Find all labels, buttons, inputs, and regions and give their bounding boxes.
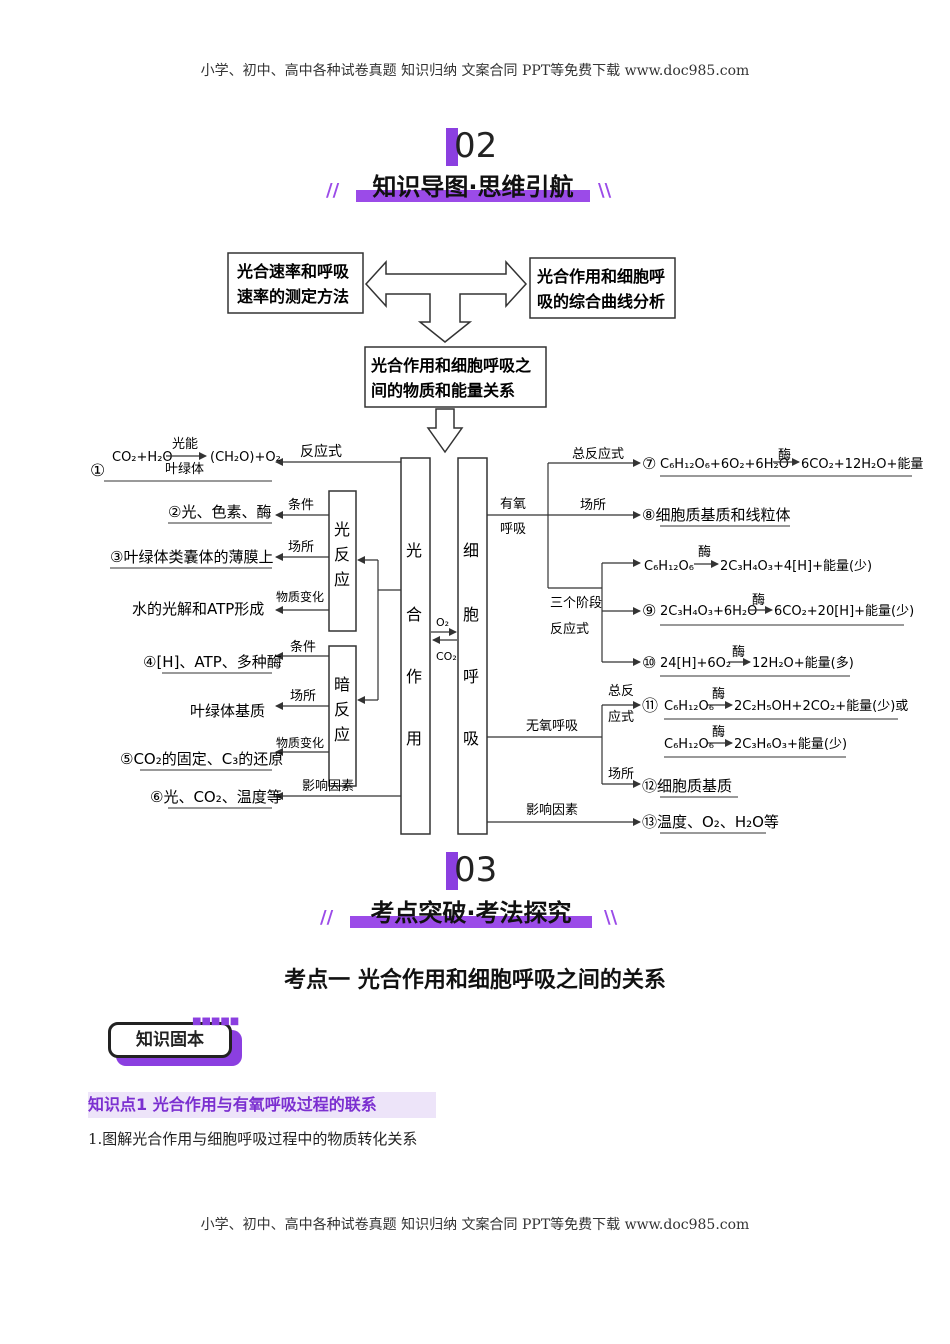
stage-label-2: 反应式 xyxy=(550,621,589,637)
section-title: 知识导图·思维引航 xyxy=(342,172,604,202)
dark-reaction-char: 反 xyxy=(334,700,350,719)
knowledge-point-title: 知识点1 光合作用与有氧呼吸过程的联系 xyxy=(88,1092,436,1118)
item-11-num: ⑪ xyxy=(642,696,658,715)
decor-slash-right: \\ xyxy=(598,180,612,201)
item-3: ③叶绿体类囊体的薄膜上 xyxy=(110,548,273,566)
left-reaction-label: 反应式 xyxy=(300,443,342,460)
item-5: ⑤CO₂的固定、C₃的还原 xyxy=(120,750,283,768)
light-reaction-char: 反 xyxy=(334,545,350,564)
total-label: 总反应式 xyxy=(572,446,624,462)
item-9-left: 2C₃H₄O₃+6H₂O xyxy=(660,604,757,619)
light-reaction-char: 应 xyxy=(334,570,350,589)
cond-label-2: 条件 xyxy=(290,639,316,655)
box-center-line2: 间的物质和能量关系 xyxy=(371,381,515,400)
col-resp-char: 呼 xyxy=(463,667,479,686)
anaerobic-label: 无氧呼吸 xyxy=(526,719,578,734)
place-label-right-2: 场所 xyxy=(608,767,634,782)
change-label-2: 物质变化 xyxy=(276,735,324,750)
eq1-num: ① xyxy=(90,461,105,481)
dots-icon: ■■■■■ xyxy=(192,1016,240,1027)
decor-slash-left: // xyxy=(326,180,340,201)
knowledge-badge: 知识固本 ■■■■■ xyxy=(108,1016,242,1066)
col-resp-char: 细 xyxy=(463,541,479,560)
item-11b-enzyme: 酶 xyxy=(712,724,725,740)
box-right-line1: 光合作用和细胞呼 xyxy=(536,267,665,286)
badge-label: 知识固本 xyxy=(108,1022,232,1058)
item-11-enzyme: 酶 xyxy=(712,686,725,702)
eq1-right: (CH₂O)+O₂ xyxy=(210,450,281,465)
section-number: 02 xyxy=(446,126,497,166)
item-12: ⑫细胞质基质 xyxy=(642,777,732,795)
eq1-top: 光能 xyxy=(172,437,198,452)
item-11b-left: C₆H₁₂O₆ xyxy=(664,737,714,752)
item-11-left: C₆H₁₂O₆ xyxy=(664,699,714,714)
o2-label: O₂ xyxy=(436,616,449,629)
total2-label-1: 总反 xyxy=(608,684,634,699)
col-photo-char: 作 xyxy=(406,667,422,686)
paragraph: 1.图解光合作用与细胞呼吸过程中的物质转化关系 xyxy=(88,1130,418,1148)
dark-reaction-char: 应 xyxy=(334,725,350,744)
light-reaction-char: 光 xyxy=(334,520,350,539)
item-7-num: ⑦ xyxy=(642,454,656,473)
item-7-right: 6CO₂+12H₂O+能量 xyxy=(801,457,923,472)
decor-slash-left: // xyxy=(320,907,334,928)
eq1-bottom: 叶绿体 xyxy=(165,462,204,477)
item-6: ⑥光、CO₂、温度等 xyxy=(150,788,282,806)
eq1-left: CO₂+H₂O xyxy=(112,450,173,465)
cond-label: 条件 xyxy=(288,497,314,513)
col-resp-char: 胞 xyxy=(463,605,479,624)
page-footer: 小学、初中、高中各种试卷真题 知识归纳 文案合同 PPT等免费下载 www.do… xyxy=(200,1217,750,1233)
stage1-left: C₆H₁₂O₆ xyxy=(644,559,694,574)
item-water: 水的光解和ATP形成 xyxy=(132,600,264,618)
box-right-line2: 吸的综合曲线分析 xyxy=(537,292,665,311)
item-11-right: 2C₂H₅OH+2CO₂+能量(少)或 xyxy=(734,699,908,714)
aerobic-label-1: 有氧 xyxy=(500,497,526,512)
change-label: 物质变化 xyxy=(276,589,324,604)
item-13: ⑬温度、O₂、H₂O等 xyxy=(642,813,779,831)
box-center-line1: 光合作用和细胞呼吸之 xyxy=(370,356,531,375)
decor-slash-right: \\ xyxy=(604,907,618,928)
item-2: ②光、色素、酶 xyxy=(168,503,271,521)
item-7-left: C₆H₁₂O₆+6O₂+6H₂O xyxy=(660,457,789,472)
kaodian-title: 考点一 光合作用和细胞呼吸之间的关系 xyxy=(284,968,666,993)
item-9-num: ⑨ xyxy=(642,601,656,620)
section-title: 考点突破·考法探究 xyxy=(336,898,606,928)
col-photo-char: 合 xyxy=(406,605,422,624)
col-photo-char: 用 xyxy=(406,729,422,748)
item-stroma: 叶绿体基质 xyxy=(190,702,265,720)
stage1-right: 2C₃H₄O₃+4[H]+能量(少) xyxy=(720,559,872,574)
box-left-line1: 光合速率和呼吸 xyxy=(236,262,350,281)
item-8: ⑧细胞质基质和线粒体 xyxy=(642,506,790,524)
total2-label-2: 应式 xyxy=(608,709,634,725)
factor-label-right: 影响因素 xyxy=(526,802,578,818)
item-9-enzyme: 酶 xyxy=(752,592,765,608)
co2-label: CO₂ xyxy=(436,650,457,663)
stage-label-1: 三个阶段 xyxy=(550,596,602,611)
place-label-2: 场所 xyxy=(290,689,316,704)
hollow-double-arrow-icon xyxy=(364,260,528,343)
dark-reaction-char: 暗 xyxy=(334,675,350,694)
aerobic-label-2: 呼吸 xyxy=(500,522,526,537)
item-4: ④[H]、ATP、多种酶 xyxy=(143,653,282,671)
stage1-enzyme: 酶 xyxy=(698,544,711,560)
item-11b-right: 2C₃H₆O₃+能量(少) xyxy=(734,737,847,752)
place-label: 场所 xyxy=(288,540,314,555)
col-photo-char: 光 xyxy=(406,541,422,560)
item-9-right: 6CO₂+20[H]+能量(少) xyxy=(774,604,914,619)
item-10-left: 24[H]+6O₂ xyxy=(660,656,731,671)
section-number: 03 xyxy=(446,850,497,890)
item-10-num: ⑩ xyxy=(642,653,656,672)
col-resp-char: 吸 xyxy=(463,729,479,748)
box-left-line2: 速率的测定方法 xyxy=(237,287,349,306)
item-10-enzyme: 酶 xyxy=(732,644,745,660)
page-header: 小学、初中、高中各种试卷真题 知识归纳 文案合同 PPT等免费下载 www.do… xyxy=(200,63,750,79)
factor-label: 影响因素 xyxy=(302,778,354,794)
item-10-right: 12H₂O+能量(多) xyxy=(752,655,854,671)
place-label-right: 场所 xyxy=(580,498,606,513)
item-7-enzyme: 酶 xyxy=(778,447,791,463)
hollow-down-arrow-icon xyxy=(426,408,464,454)
